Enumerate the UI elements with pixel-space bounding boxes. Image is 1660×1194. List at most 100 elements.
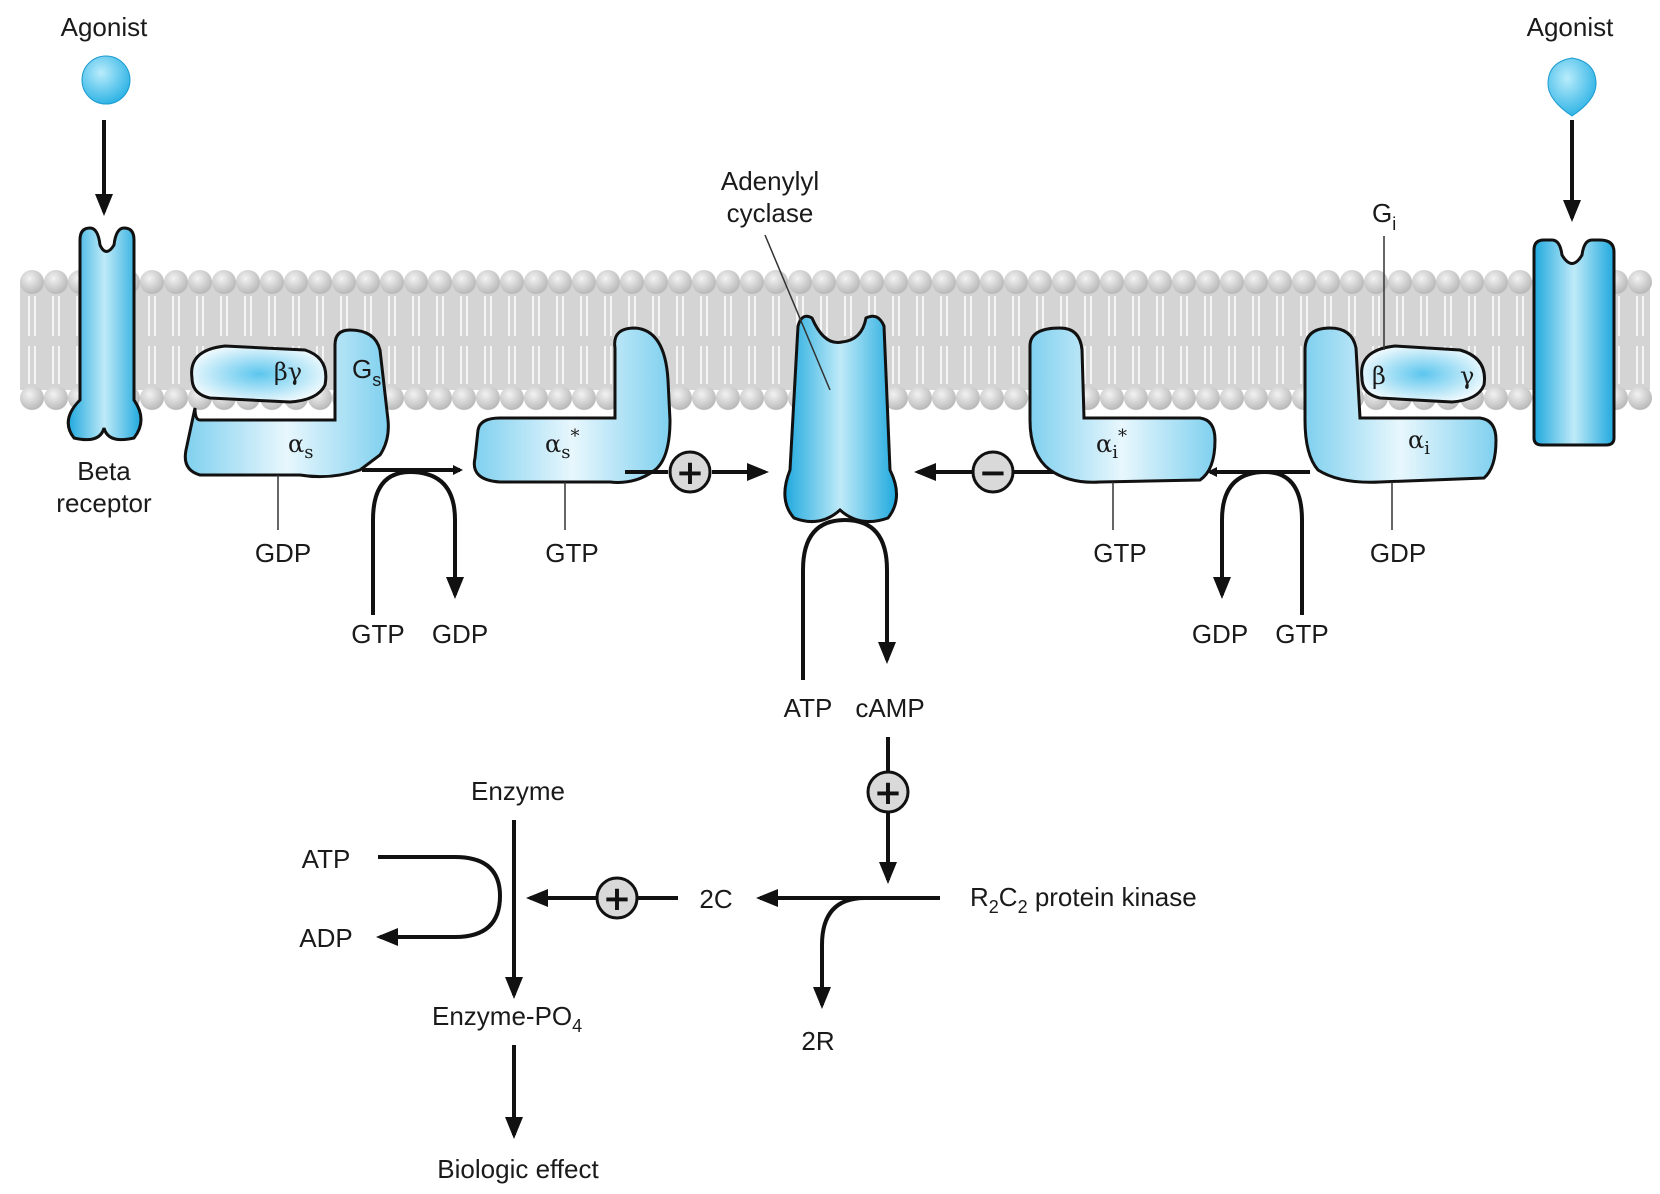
gs-alpha-protein	[183, 328, 390, 479]
gs-label: Gs	[352, 354, 381, 390]
lipid-head-bottom	[1244, 386, 1268, 410]
r2c2-c: C	[999, 882, 1018, 912]
lipid-head-top	[452, 270, 476, 294]
agonist-right-label: Agonist	[1527, 12, 1614, 42]
lipid-head-top	[260, 270, 284, 294]
lipid-head-top	[428, 270, 452, 294]
lipid-head-top	[1292, 270, 1316, 294]
lipid-head-top	[692, 270, 716, 294]
lipid-head-top	[1124, 270, 1148, 294]
r2c2-rest: protein kinase	[1028, 882, 1197, 912]
lipid-head-bottom	[668, 386, 692, 410]
lipid-head-top	[1268, 270, 1292, 294]
lipid-head-top	[620, 270, 644, 294]
lipid-head-bottom	[1484, 386, 1508, 410]
camp-plus-glyph: +	[874, 773, 903, 813]
lipid-head-top	[668, 270, 692, 294]
lipid-head-top	[1388, 270, 1412, 294]
gi-label-main: G	[1372, 198, 1392, 228]
lipid-head-bottom	[692, 386, 716, 410]
lipid-head-bottom	[1628, 386, 1652, 410]
lipid-head-top	[20, 270, 44, 294]
agonist-left-label: Agonist	[61, 12, 148, 42]
gtp-right-low-label: GTP	[1275, 619, 1328, 649]
lipid-head-top	[596, 270, 620, 294]
inhibit-minus-icon	[971, 450, 1015, 494]
lipid-head-bottom	[932, 386, 956, 410]
lipid-head-top	[1004, 270, 1028, 294]
beta-receptor-label-line1: Beta	[77, 456, 131, 486]
gdp-right-low-label: GDP	[1192, 619, 1248, 649]
lipid-head-top	[164, 270, 188, 294]
gi-beta-gamma-subunit	[1360, 344, 1486, 404]
alpha-i-label: αi	[1408, 426, 1430, 459]
alpha-s-alpha: α	[288, 430, 304, 458]
lipid-head-top	[500, 270, 524, 294]
alpha-s-sub: s	[304, 442, 313, 463]
lipid-head-bottom	[44, 386, 68, 410]
gdp-left-label: GDP	[255, 538, 311, 568]
lipid-head-top	[1508, 270, 1532, 294]
lipid-head-bottom	[524, 386, 548, 410]
agonist-right-icon	[1547, 57, 1597, 117]
lipid-head-top	[1100, 270, 1124, 294]
lipid-head-bottom	[548, 386, 572, 410]
lipid-head-bottom	[20, 386, 44, 410]
lipid-head-top	[236, 270, 260, 294]
gs-label-main: G	[352, 354, 372, 384]
enzyme-po4-label: Enzyme-PO4	[432, 1001, 582, 1036]
lipid-head-bottom	[140, 386, 164, 410]
lipid-head-bottom	[476, 386, 500, 410]
r2c2-2b: 2	[1018, 897, 1028, 917]
alpha-s-star-mark: *	[570, 426, 579, 447]
lipid-head-top	[332, 270, 356, 294]
lipid-head-top	[1244, 270, 1268, 294]
lipid-head-top	[1460, 270, 1484, 294]
lipid-head-bottom	[572, 386, 596, 410]
lipid-head-bottom	[1508, 386, 1532, 410]
adenylyl-leader	[764, 234, 831, 391]
alpha-s-label: αs	[288, 430, 313, 463]
lipid-head-bottom	[428, 386, 452, 410]
lipid-head-top	[548, 270, 572, 294]
gs-alpha-active-protein	[472, 326, 672, 484]
kinase-plus-icon	[595, 876, 639, 920]
lipid-head-bottom	[908, 386, 932, 410]
lipid-head-bottom	[1220, 386, 1244, 410]
gi-gamma-label: γ	[1460, 362, 1474, 390]
lipid-head-bottom	[164, 386, 188, 410]
beta-receptor-label-line2: receptor	[56, 488, 152, 518]
lipid-head-bottom	[956, 386, 980, 410]
lipid-head-top	[932, 270, 956, 294]
lipid-head-top	[980, 270, 1004, 294]
lipid-head-top	[140, 270, 164, 294]
alpha-i-star-mark: *	[1118, 426, 1127, 447]
lipid-head-top	[1340, 270, 1364, 294]
lipid-head-top	[956, 270, 980, 294]
two-c-label: 2C	[699, 884, 732, 914]
stimulate-plus-glyph: +	[676, 453, 705, 493]
lipid-head-top	[1412, 270, 1436, 294]
enzyme-po4-main: Enzyme-PO	[432, 1001, 572, 1031]
lipid-head-top	[740, 270, 764, 294]
lipid-head-top	[1364, 270, 1388, 294]
beta-receptor-protein	[66, 226, 143, 442]
adp-label: ADP	[299, 923, 352, 953]
lipid-head-bottom	[1196, 386, 1220, 410]
gdp-left-low-label: GDP	[432, 619, 488, 649]
lipid-head-bottom	[764, 386, 788, 410]
gi-beta-label: β	[1372, 362, 1386, 390]
r2c2-to-2r-arrow	[813, 896, 866, 1009]
lipid-head-top	[908, 270, 932, 294]
lipid-head-top	[1028, 270, 1052, 294]
lipid-head-top	[1148, 270, 1172, 294]
lipid-head-top	[1436, 270, 1460, 294]
atp-camp-loop	[801, 517, 896, 680]
stimulate-plus-icon	[668, 450, 712, 494]
alpha-i-star-label: αi*	[1096, 426, 1127, 463]
lipid-head-top	[524, 270, 548, 294]
lipid-head-top	[812, 270, 836, 294]
lipid-head-top	[1196, 270, 1220, 294]
